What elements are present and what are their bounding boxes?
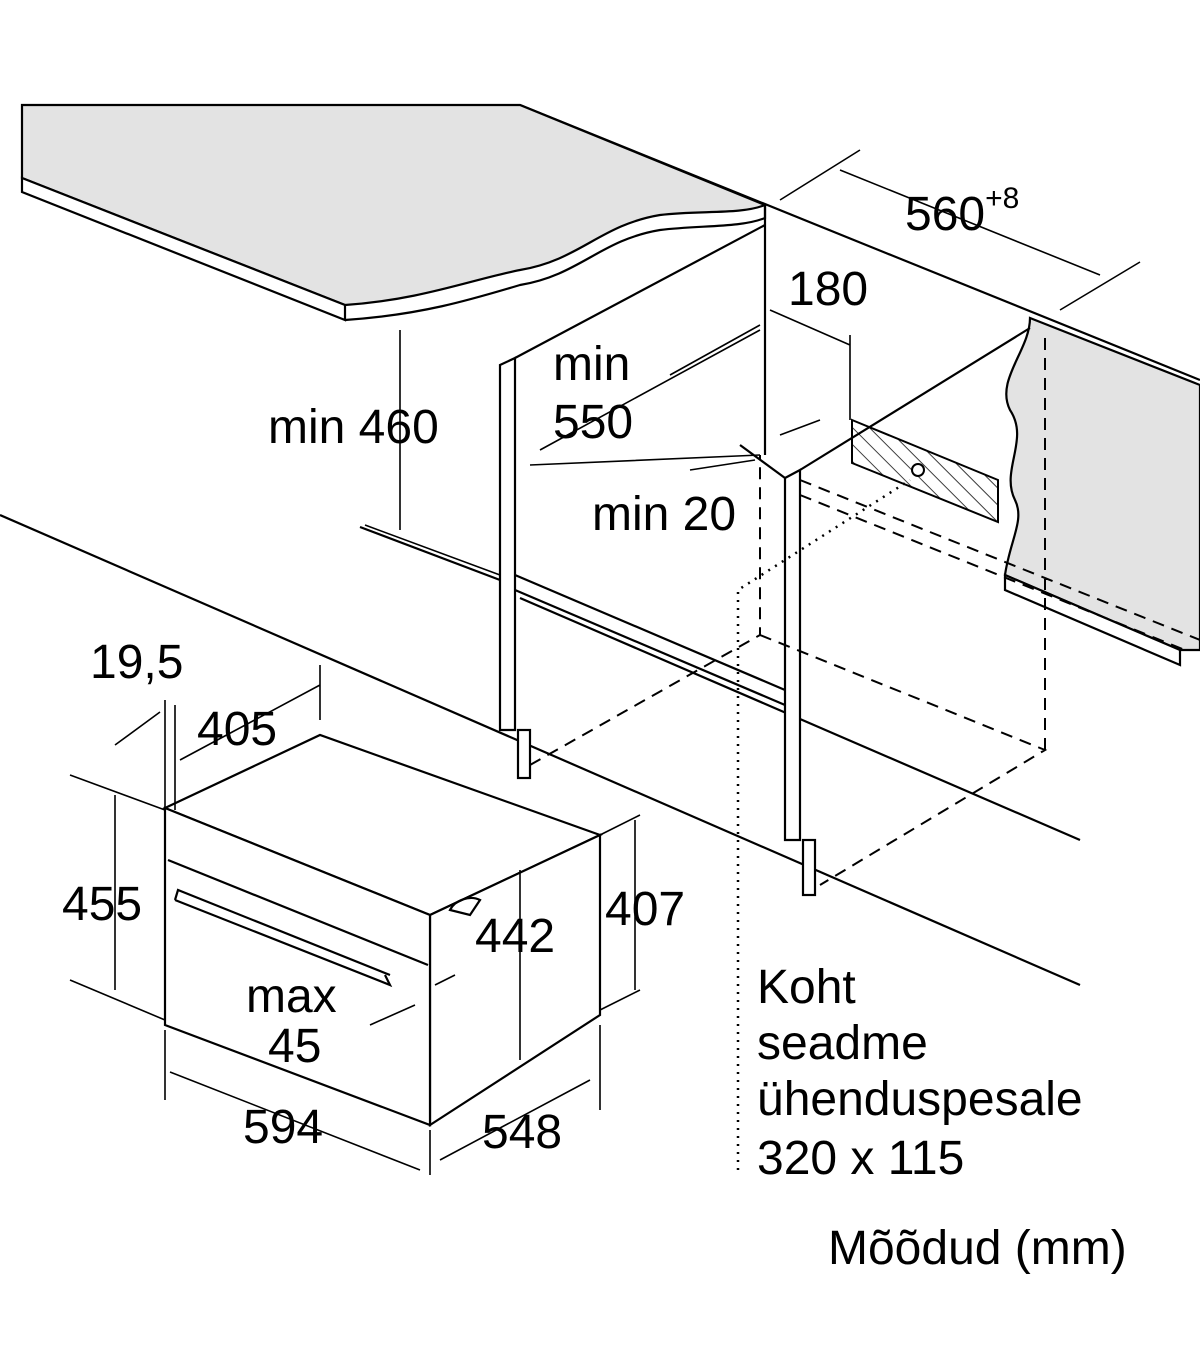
- socket-icon: [911, 463, 925, 477]
- left-cabinet-leg: [516, 728, 532, 780]
- label-width-594: 594: [243, 1101, 323, 1154]
- label-height-442: 442: [475, 910, 555, 963]
- socket-note-line-1: Koht: [757, 961, 856, 1014]
- dimension-lines: [69, 149, 1141, 1175]
- right-cabinet-leg: [801, 838, 817, 897]
- socket-note-line-2: seadme: [757, 1017, 928, 1070]
- left-cabinet-side: [498, 356, 517, 732]
- label-height-407: 407: [605, 883, 685, 936]
- socket-pointer: [736, 478, 911, 1170]
- label-min-gap: min 20: [592, 488, 736, 541]
- label-max-1: max: [246, 970, 337, 1023]
- label-depth-405: 405: [197, 703, 277, 756]
- right-countertop: [1003, 316, 1200, 652]
- label-min-depth-2: 550: [553, 396, 633, 449]
- units-label: Mõõdud (mm): [828, 1222, 1127, 1275]
- left-countertop: [20, 103, 768, 307]
- label-depth-548: 548: [482, 1106, 562, 1159]
- label-front-offset: 19,5: [90, 636, 183, 689]
- right-cabinet-side: [783, 468, 802, 842]
- niche-back-floor: [739, 444, 786, 479]
- countertop-cut-edge: [344, 205, 767, 322]
- oven-panel-line: [167, 858, 429, 967]
- oven-hinge: [448, 896, 482, 917]
- hidden-lines: [529, 335, 1200, 886]
- label-niche-width: 560+8: [905, 182, 1019, 241]
- label-height-455: 455: [62, 878, 142, 931]
- floor-edge-line: [0, 513, 1081, 987]
- label-min-height: min 460: [268, 401, 439, 454]
- label-min-depth-1: min: [553, 338, 630, 391]
- label-max-2: 45: [268, 1020, 321, 1073]
- socket-note-line-3: ühenduspesale: [757, 1073, 1083, 1126]
- niche-floor-front2: [514, 588, 786, 707]
- oven-front: [163, 806, 432, 1127]
- niche-top-left: [514, 224, 766, 359]
- socket-area: [851, 418, 999, 524]
- socket-note-line-4: 320 x 115: [757, 1132, 964, 1185]
- label-socket-offset: 180: [788, 263, 868, 316]
- niche-floor-front: [514, 573, 786, 692]
- niche-top-right: [799, 327, 1031, 471]
- shelf-line: [359, 525, 501, 582]
- oven-handle: [173, 888, 393, 988]
